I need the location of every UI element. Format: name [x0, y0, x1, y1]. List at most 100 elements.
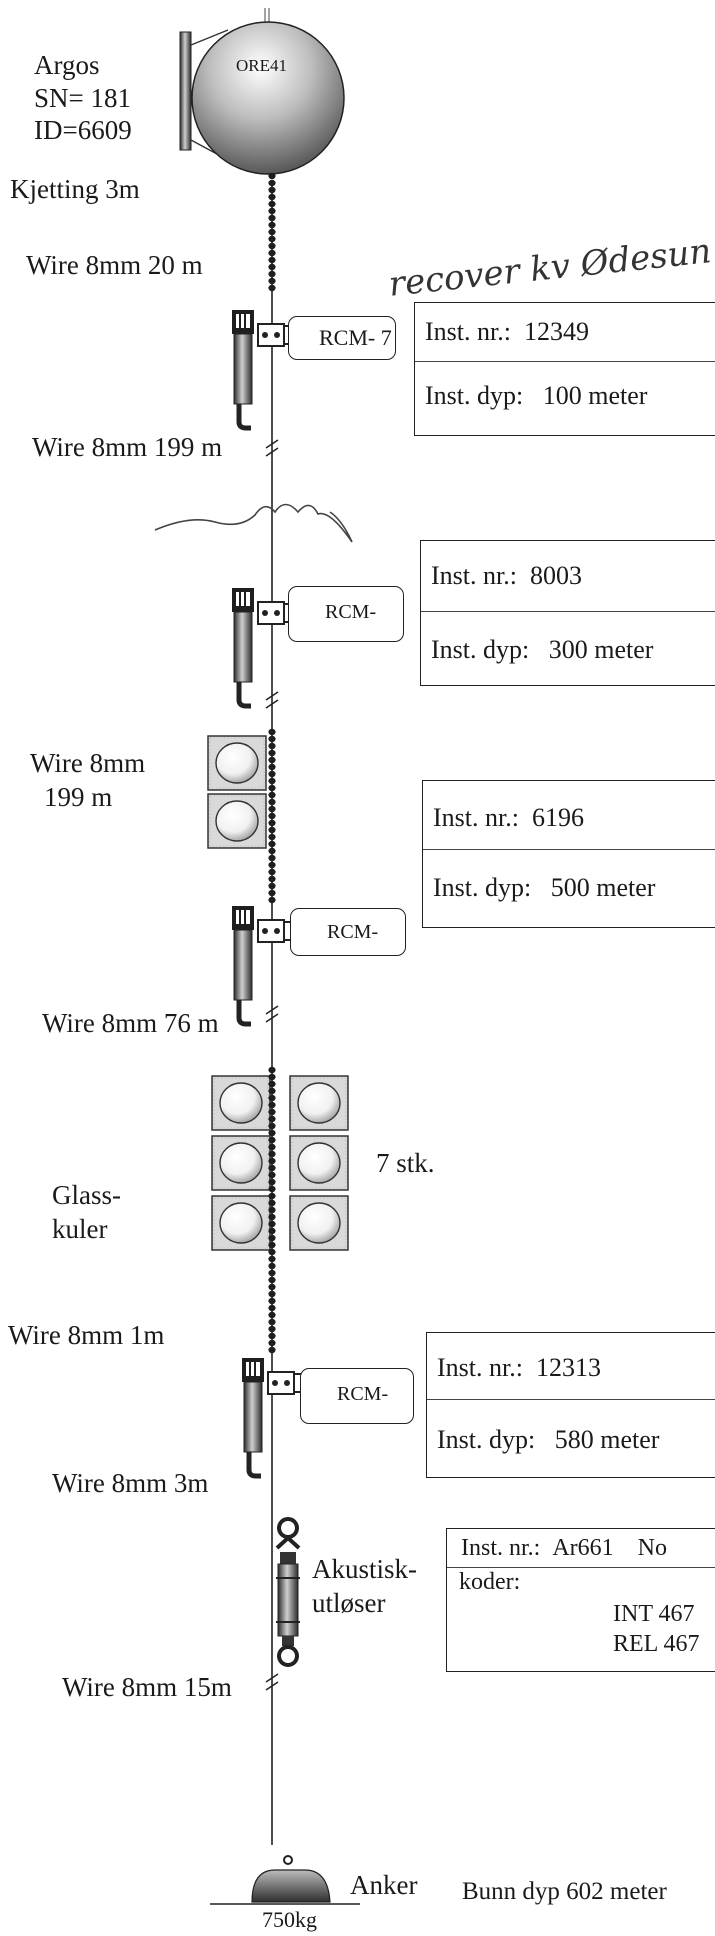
chain-link: [268, 1192, 276, 1200]
chain-label: Kjetting 3m: [10, 174, 140, 204]
chain-link: [268, 214, 276, 222]
chain-link: [268, 249, 276, 257]
chain-link: [268, 1150, 276, 1158]
rcm-instrument-3: [232, 906, 294, 1024]
rcm-instrument-1: [232, 310, 294, 428]
inst-depth-label: Inst. dyp:: [433, 873, 532, 902]
chain-link: [268, 1346, 276, 1354]
chain-link: [268, 1241, 276, 1249]
chain-link: [268, 763, 276, 771]
anchor-weight: 750kg: [262, 1907, 317, 1932]
inst-nr-label: Inst. nr.:: [437, 1353, 523, 1382]
chain-link: [268, 875, 276, 883]
release-label-line-2: utløser: [312, 1588, 386, 1618]
wire-label-3a: Wire 8mm: [30, 748, 146, 778]
chain-link: [268, 284, 276, 292]
wire-label-2: Wire 8mm 199 m: [32, 432, 223, 462]
chain-link: [268, 749, 276, 757]
chain-link: [268, 1304, 276, 1312]
surface-buoy: [179, 8, 345, 175]
float-label-line-2: kuler: [52, 1214, 108, 1244]
inst-nr-value: 8003: [529, 561, 582, 590]
chain-link: [268, 193, 276, 201]
inst-depth-label: Inst. dyp: 100 meter: [425, 381, 648, 410]
chain-link: [268, 1227, 276, 1235]
inst-depth-value: 300 meter: [548, 635, 654, 664]
chain-link: [268, 1171, 276, 1179]
chain-link: [268, 847, 276, 855]
chain-link: [268, 1108, 276, 1116]
info-box-4: Inst. nr.: 12313 Inst. dyp: 580 meter: [426, 1332, 715, 1478]
chain-link: [268, 1213, 276, 1221]
chain-link: [268, 1094, 276, 1102]
float-label-line-1: Glass-: [52, 1180, 121, 1210]
wire-label-3b: 199 m: [44, 782, 113, 812]
chain-link: [268, 235, 276, 243]
chain-link: [268, 1206, 276, 1214]
chain-link: [268, 1199, 276, 1207]
chain-link: [268, 1318, 276, 1326]
chain-link: [268, 1325, 276, 1333]
handwritten-scribble: [154, 503, 353, 543]
chain-link: [268, 1283, 276, 1291]
chain-link: [268, 784, 276, 792]
glass-float-group-lower: [211, 1075, 349, 1251]
chain-link: [268, 1101, 276, 1109]
anchor-label: Anker: [350, 1870, 418, 1900]
chain-link: [268, 896, 276, 904]
chain-link: [268, 172, 276, 180]
release-label-line-1: Akustisk-: [312, 1554, 418, 1584]
release-info-box: Inst. nr.: Ar661 No koder: INT 467 REL 4…: [446, 1528, 715, 1672]
acoustic-release: [275, 1517, 301, 1667]
info-box-3: Inst. nr.: 6196 Inst. dyp: 500 meter: [422, 780, 715, 928]
chain-link: [268, 1136, 276, 1144]
chain-link: [268, 735, 276, 743]
chain-link: [268, 221, 276, 229]
chain-link: [268, 200, 276, 208]
chain-link: [268, 854, 276, 862]
info-box-1: Inst. nr.: 12349 Inst. dyp: 100 meter: [414, 302, 715, 436]
inst-depth-value: 100 meter: [542, 381, 648, 410]
chain-link: [268, 270, 276, 278]
chain-link: [268, 805, 276, 813]
chain-link: [268, 1073, 276, 1081]
inst-nr-value: 12349: [523, 317, 589, 346]
release-codes-label: koder:: [459, 1569, 521, 1595]
chain-link: [268, 833, 276, 841]
chain-link: [268, 756, 276, 764]
chain-link: [268, 1276, 276, 1284]
inst-nr-value: 6196: [531, 803, 584, 832]
inst-nr-value: 12313: [535, 1353, 601, 1382]
chain-link: [268, 1129, 276, 1137]
release-int-code: INT 467: [613, 1601, 695, 1627]
rcm-tag-1: RCM- 7: [288, 316, 396, 360]
info-box-2: Inst. nr.: 8003 Inst. dyp: 300 meter: [420, 540, 715, 686]
rcm-tag-2: RCM-: [288, 586, 404, 642]
chain-link: [268, 263, 276, 271]
chain-link: [268, 277, 276, 285]
chain-link: [268, 1185, 276, 1193]
chain-link: [268, 742, 276, 750]
chain-link: [268, 1255, 276, 1263]
chain-link: [268, 770, 276, 778]
anchor: [210, 1855, 360, 1905]
chain-link: [268, 1269, 276, 1277]
inst-depth-value: 580 meter: [554, 1425, 660, 1454]
inst-depth-label: Inst. dyp:: [437, 1425, 536, 1454]
chain-link: [268, 861, 276, 869]
rcm-tag-4: RCM-: [300, 1368, 414, 1424]
chain-link: [268, 1087, 276, 1095]
release-inst-label: Inst. nr.:: [461, 1535, 541, 1561]
chain-link: [268, 812, 276, 820]
chain-link: [268, 1143, 276, 1151]
chain-link: [268, 889, 276, 897]
inst-nr-label: Inst. nr.: 12349: [425, 317, 589, 346]
chain-link: [268, 1297, 276, 1305]
chain-link: [268, 179, 276, 187]
chain-link: [268, 186, 276, 194]
inst-nr-label: Inst. nr.:: [433, 803, 519, 832]
rcm-instrument-4: [242, 1358, 304, 1476]
chain-link: [268, 777, 276, 785]
wire-label-7: Wire 8mm 15m: [62, 1672, 232, 1702]
chain-link: [268, 791, 276, 799]
